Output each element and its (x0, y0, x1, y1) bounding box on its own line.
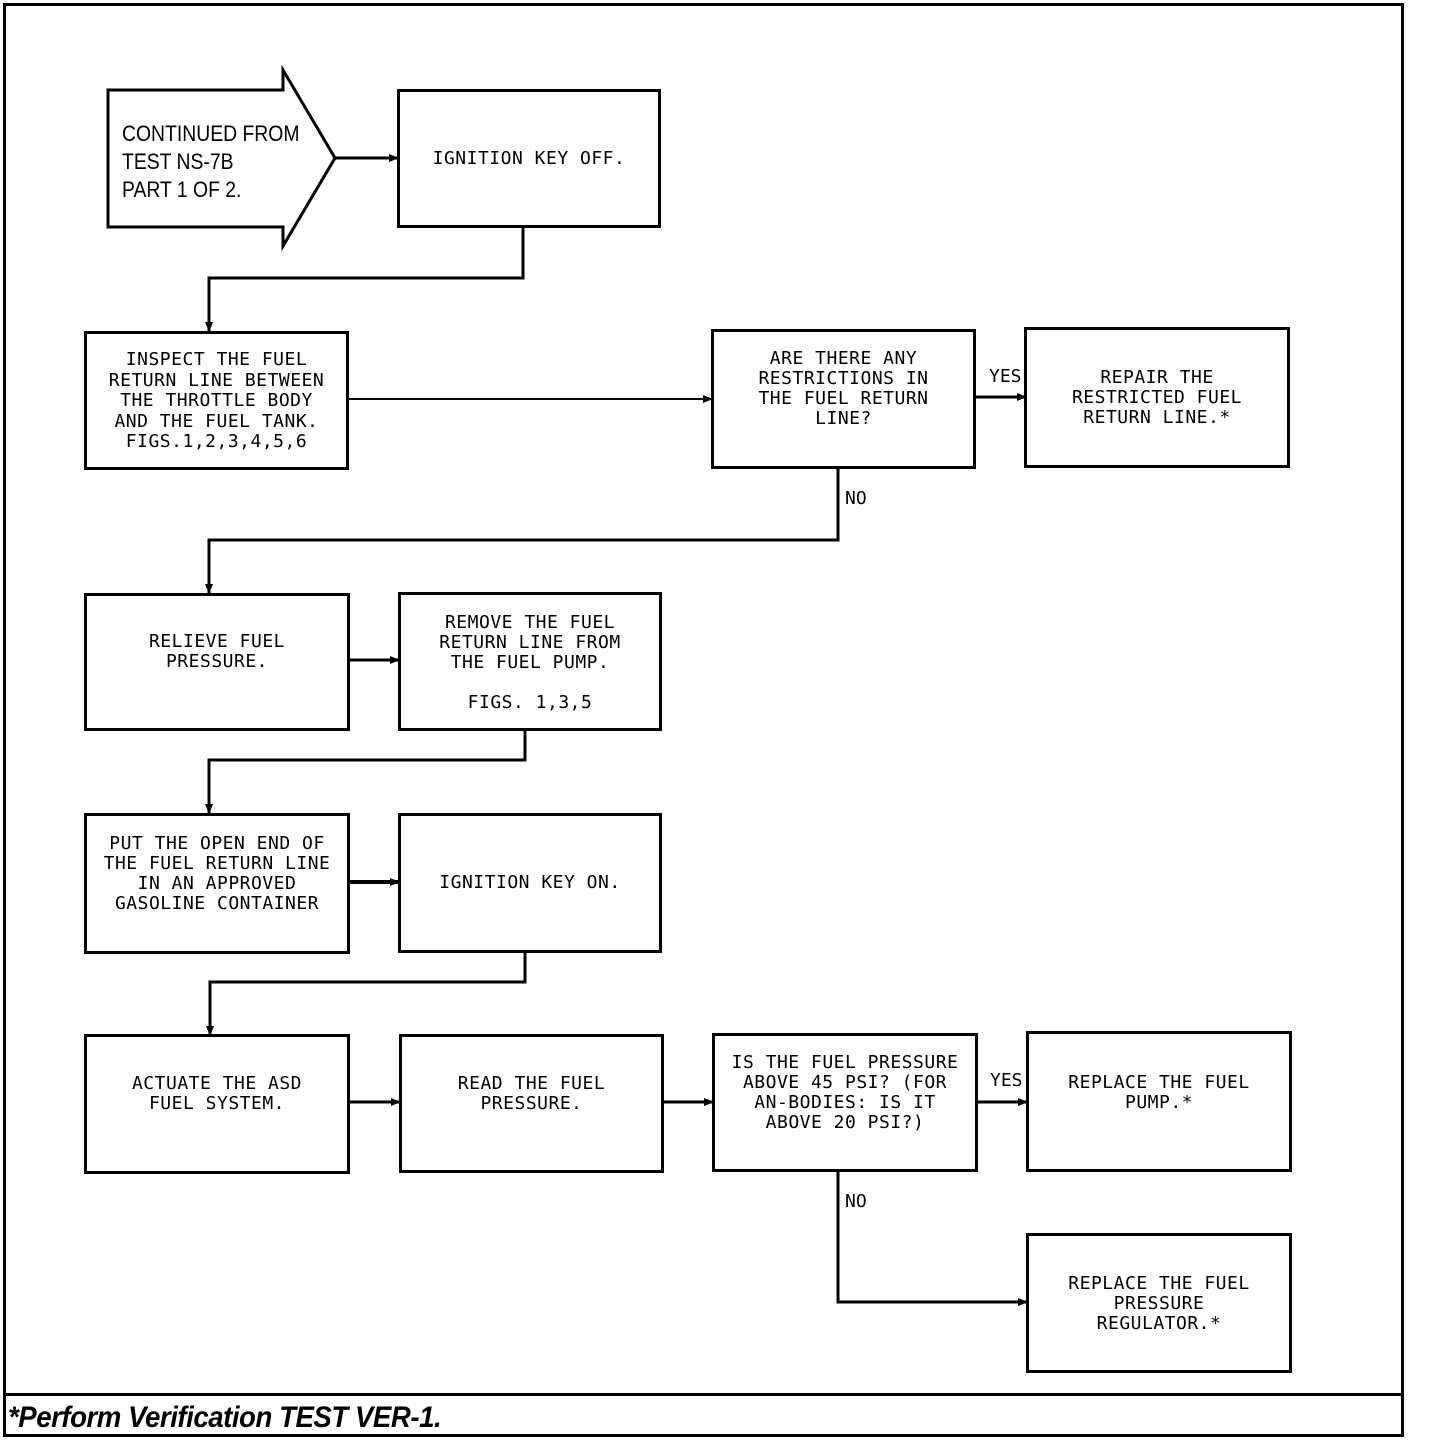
step-text: READ THE FUEL PRESSURE. (457, 1073, 606, 1114)
connector-question2-no (836, 1172, 1028, 1306)
action-repair-return-line: REPAIR THE RESTRICTED FUEL RETURN LINE.* (1024, 327, 1290, 468)
decision-text: ARE THERE ANY RESTRICTIONS IN THE FUEL R… (758, 348, 929, 429)
diagram-frame (3, 3, 1404, 1437)
branch-label-yes: YES (989, 366, 1022, 387)
branch-label-no: NO (845, 1191, 867, 1212)
step-put-open-end: PUT THE OPEN END OF THE FUEL RETURN LINE… (84, 813, 350, 954)
start-continued-text: CONTINUED FROM TEST NS-7B PART 1 OF 2. (122, 120, 299, 204)
decision-text: IS THE FUEL PRESSURE ABOVE 45 PSI? (FOR … (731, 1052, 959, 1133)
footer-divider (3, 1393, 1404, 1396)
connector-ignition-on-to-actuate (206, 952, 527, 1036)
action-replace-fuel-pump: REPLACE THE FUEL PUMP.* (1026, 1031, 1292, 1172)
start-line-1: CONTINUED FROM (122, 121, 300, 146)
step-read-fuel-pressure: READ THE FUEL PRESSURE. (399, 1034, 664, 1173)
step-text: REMOVE THE FUEL RETURN LINE FROM THE FUE… (439, 612, 621, 713)
start-line-2: TEST NS-7B (122, 149, 234, 174)
step-text: RELIEVE FUEL PRESSURE. (148, 631, 286, 672)
start-arrow-shape (106, 64, 337, 252)
decision-fuel-pressure: IS THE FUEL PRESSURE ABOVE 45 PSI? (FOR … (712, 1033, 978, 1172)
step-relieve-fuel-pressure: RELIEVE FUEL PRESSURE. (84, 593, 350, 731)
step-ignition-key-off: IGNITION KEY OFF. (397, 89, 661, 228)
decision-restrictions: ARE THERE ANY RESTRICTIONS IN THE FUEL R… (711, 329, 976, 469)
start-line-3: PART 1 OF 2. (122, 177, 242, 202)
action-text: REPLACE THE FUEL PUMP.* (1068, 1072, 1250, 1113)
step-text: ACTUATE THE ASD FUEL SYSTEM. (131, 1073, 303, 1114)
action-text: REPLACE THE FUEL PRESSURE REGULATOR.* (1068, 1273, 1250, 1334)
action-text: REPAIR THE RESTRICTED FUEL RETURN LINE.* (1071, 367, 1243, 428)
connector-question1-no (205, 468, 840, 594)
step-ignition-key-on: IGNITION KEY ON. (398, 813, 662, 953)
step-text: IGNITION KEY OFF. (432, 148, 626, 169)
step-text: INSPECT THE FUEL RETURN LINE BETWEEN THE… (108, 349, 325, 452)
connector-remove-to-put-open-end (205, 730, 527, 814)
footer-verification-note: *Perform Verification TEST VER-1. (8, 1401, 442, 1434)
branch-label-no: NO (845, 488, 867, 509)
action-replace-pressure-regulator: REPLACE THE FUEL PRESSURE REGULATOR.* (1026, 1233, 1292, 1373)
step-inspect-return-line: INSPECT THE FUEL RETURN LINE BETWEEN THE… (84, 331, 349, 470)
branch-label-yes: YES (990, 1070, 1023, 1091)
step-actuate-asd: ACTUATE THE ASD FUEL SYSTEM. (84, 1034, 350, 1174)
step-text: IGNITION KEY ON. (439, 872, 621, 893)
connector-ignition-off-to-inspect (205, 228, 525, 332)
step-remove-return-line: REMOVE THE FUEL RETURN LINE FROM THE FUE… (398, 592, 662, 731)
step-text: PUT THE OPEN END OF THE FUEL RETURN LINE… (103, 833, 331, 914)
